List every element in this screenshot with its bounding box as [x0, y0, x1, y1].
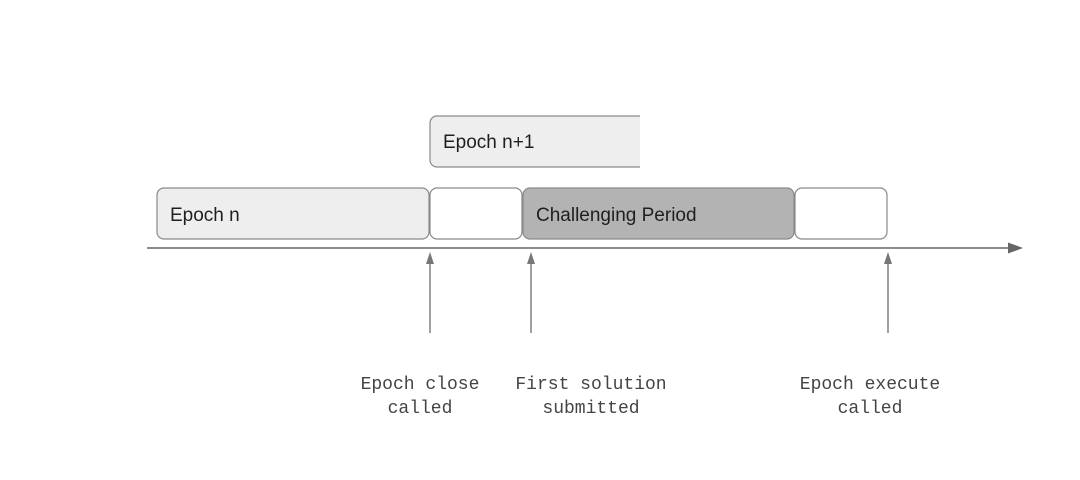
epoch-close-line2: called: [388, 399, 453, 419]
epoch-close-marker: [426, 252, 434, 333]
pending-solution-box: [429, 187, 523, 240]
first-solution-line1: First solution: [515, 375, 666, 395]
epoch-n-box: Epoch n: [156, 187, 430, 240]
epoch-close-line1: Epoch close: [361, 375, 480, 395]
challenging-period-label: Challenging Period: [536, 205, 697, 226]
epoch-execute-marker: [884, 252, 892, 333]
epoch-n-plus-1-box: Epoch n+1: [429, 115, 640, 168]
first-solution-line2: submitted: [542, 399, 639, 419]
up-arrow-icon: [527, 252, 535, 264]
epoch-n-label: Epoch n: [170, 205, 240, 226]
time-axis: [147, 242, 1023, 254]
up-arrow-icon: [884, 252, 892, 264]
first-solution-annotation: First solution submitted: [515, 375, 666, 419]
first-solution-marker: [527, 252, 535, 333]
epoch-close-annotation: Epoch close called: [361, 375, 480, 419]
epoch-n-plus-1-label: Epoch n+1: [443, 132, 534, 153]
pre-execute-box: [794, 187, 888, 240]
up-arrow-icon: [426, 252, 434, 264]
axis-arrowhead-icon: [1008, 242, 1023, 254]
epoch-execute-annotation: Epoch execute called: [800, 375, 940, 419]
epoch-execute-line2: called: [838, 399, 903, 419]
challenging-period-box: Challenging Period: [522, 187, 795, 240]
epoch-execute-line1: Epoch execute: [800, 375, 940, 395]
